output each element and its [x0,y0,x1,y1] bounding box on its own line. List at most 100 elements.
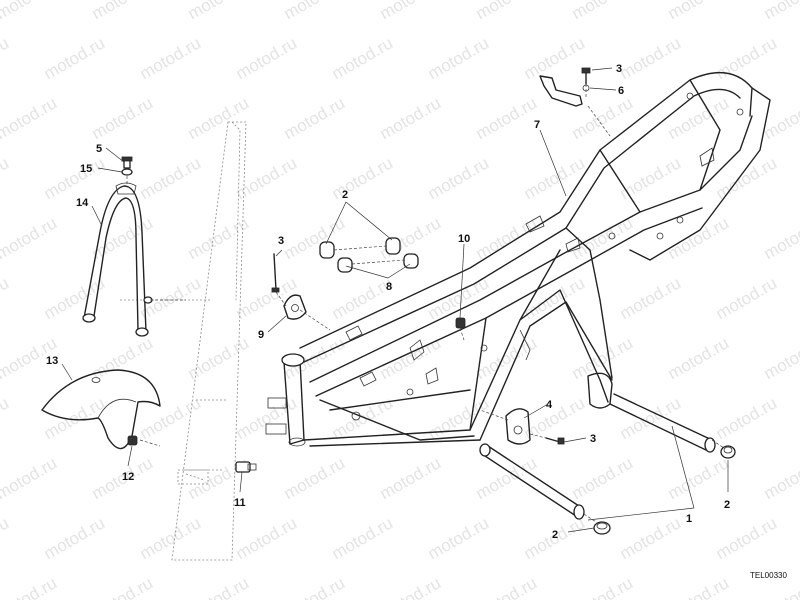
callout-8: 8 [386,281,392,293]
watermark-text: motod.ru [281,213,349,263]
watermark-text: motod.ru [185,573,253,600]
watermark-text: motod.ru [137,33,205,83]
watermark-text: motod.ru [617,513,685,563]
callout-6: 6 [618,85,624,97]
watermark-text: motod.ru [281,93,349,143]
watermark-text: motod.ru [89,0,157,23]
watermark-text: motod.ru [233,153,301,203]
watermark-text: motod.ru [569,93,637,143]
watermark-text: motod.ru [473,453,541,503]
watermark-text: motod.ru [569,0,637,23]
watermark-text: motod.ru [0,93,60,143]
assembly-dashed-lines [126,84,725,523]
watermark-text: motod.ru [329,153,397,203]
watermark-text: motod.ru [713,33,781,83]
watermark-text: motod.ru [233,513,301,563]
watermark-text: motod.ru [377,0,445,23]
callouts: 1 2 2 2 3 3 3 4 5 6 7 8 9 10 11 12 13 14… [46,63,730,541]
watermark-text: motod.ru [713,273,781,323]
watermark-text: motod.ru [0,393,12,443]
watermark-text: motod.ru [0,153,12,203]
watermark-text: motod.ru [521,33,589,83]
bolt-3-top [581,67,591,85]
watermark-text: motod.ru [521,393,589,443]
watermark-text: motod.ru [521,273,589,323]
mudguard-stay [82,182,153,337]
watermark-text: motod.ru [0,273,12,323]
watermark-text: motod.ru [761,453,800,503]
shaft-1-upper [609,393,716,453]
callout-3-left: 3 [278,235,284,247]
watermark-text: motod.ru [665,453,733,503]
watermark-text: motod.ru [0,573,60,600]
callout-2-right: 2 [724,499,730,511]
watermark-text: motod.ru [761,213,800,263]
watermark-text: motod.ru [713,153,781,203]
watermark-text: motod.ru [233,273,301,323]
watermark-text: motod.ru [617,153,685,203]
watermark-text: motod.ru [329,33,397,83]
screw-12 [127,435,138,446]
watermark-text: motod.ru [233,33,301,83]
watermark-text: motod.ru [0,513,12,563]
watermark-text: motod.ru [281,453,349,503]
watermark-text: motod.ru [569,573,637,600]
watermark-text: motod.ru [0,0,60,23]
watermark-text: motod.ru [377,573,445,600]
diagram-code: TEL00330 [750,571,787,580]
watermark-text: motod.ru [185,453,253,503]
callout-3-right: 3 [590,433,596,445]
watermark-text: motod.ru [0,33,12,83]
watermark-text: motod.ru [569,213,637,263]
cap-2-bottom [593,521,611,535]
watermark-text: motod.ru [761,333,800,383]
watermark-text: motod.ru [665,573,733,600]
main-frame [265,71,771,447]
watermark-text: motod.ru [377,93,445,143]
watermark-text: motod.ru [137,153,205,203]
watermark-text: motod.ru [761,0,800,23]
callout-15: 15 [80,163,92,175]
watermark-text: motod.ru [665,0,733,23]
watermark-text: motod.ru [329,513,397,563]
callout-13: 13 [46,355,58,367]
nut-15 [121,168,133,176]
part-10 [455,317,466,329]
watermark-text: motod.ru [89,333,157,383]
watermark-text: motod.ru [665,93,733,143]
watermark-text: motod.ru [569,453,637,503]
watermark-text: motod.ru [377,333,445,383]
watermark-text: motod.ru [89,573,157,600]
watermark-text: motod.ru [473,0,541,23]
watermark-text: motod.ru [473,213,541,263]
callout-3-top: 3 [616,63,622,75]
callout-1: 1 [686,513,692,525]
watermark-text: motod.ru [89,93,157,143]
watermark-text: motod.ru [425,513,493,563]
front-mudguard [41,369,161,450]
bolt-5 [121,156,133,169]
watermark-text: motod.ru [0,213,60,263]
watermark-text: motod.ru [0,453,60,503]
watermark-text: motod.ru [569,333,637,383]
watermark-text: motod.ru [185,0,253,23]
watermark-text: motod.ru [185,333,253,383]
watermark-text: motod.ru [473,93,541,143]
callout-9: 9 [258,329,264,341]
callout-12: 12 [122,471,134,483]
watermark-text: motod.ru [41,513,109,563]
watermark-text: motod.ru [713,513,781,563]
callout-5: 5 [96,143,102,155]
callout-10: 10 [458,233,470,245]
clamp-4 [505,408,531,445]
watermark-text: motod.ru [473,573,541,600]
watermark-text: motod.ru [41,273,109,323]
watermark-text: motod.ru [41,33,109,83]
watermark-text: motod.ru [521,153,589,203]
callout-4: 4 [546,399,553,411]
watermark-text: motod.ru [281,573,349,600]
watermark-text: motod.ru [425,33,493,83]
watermark-text: motod.ru [137,513,205,563]
